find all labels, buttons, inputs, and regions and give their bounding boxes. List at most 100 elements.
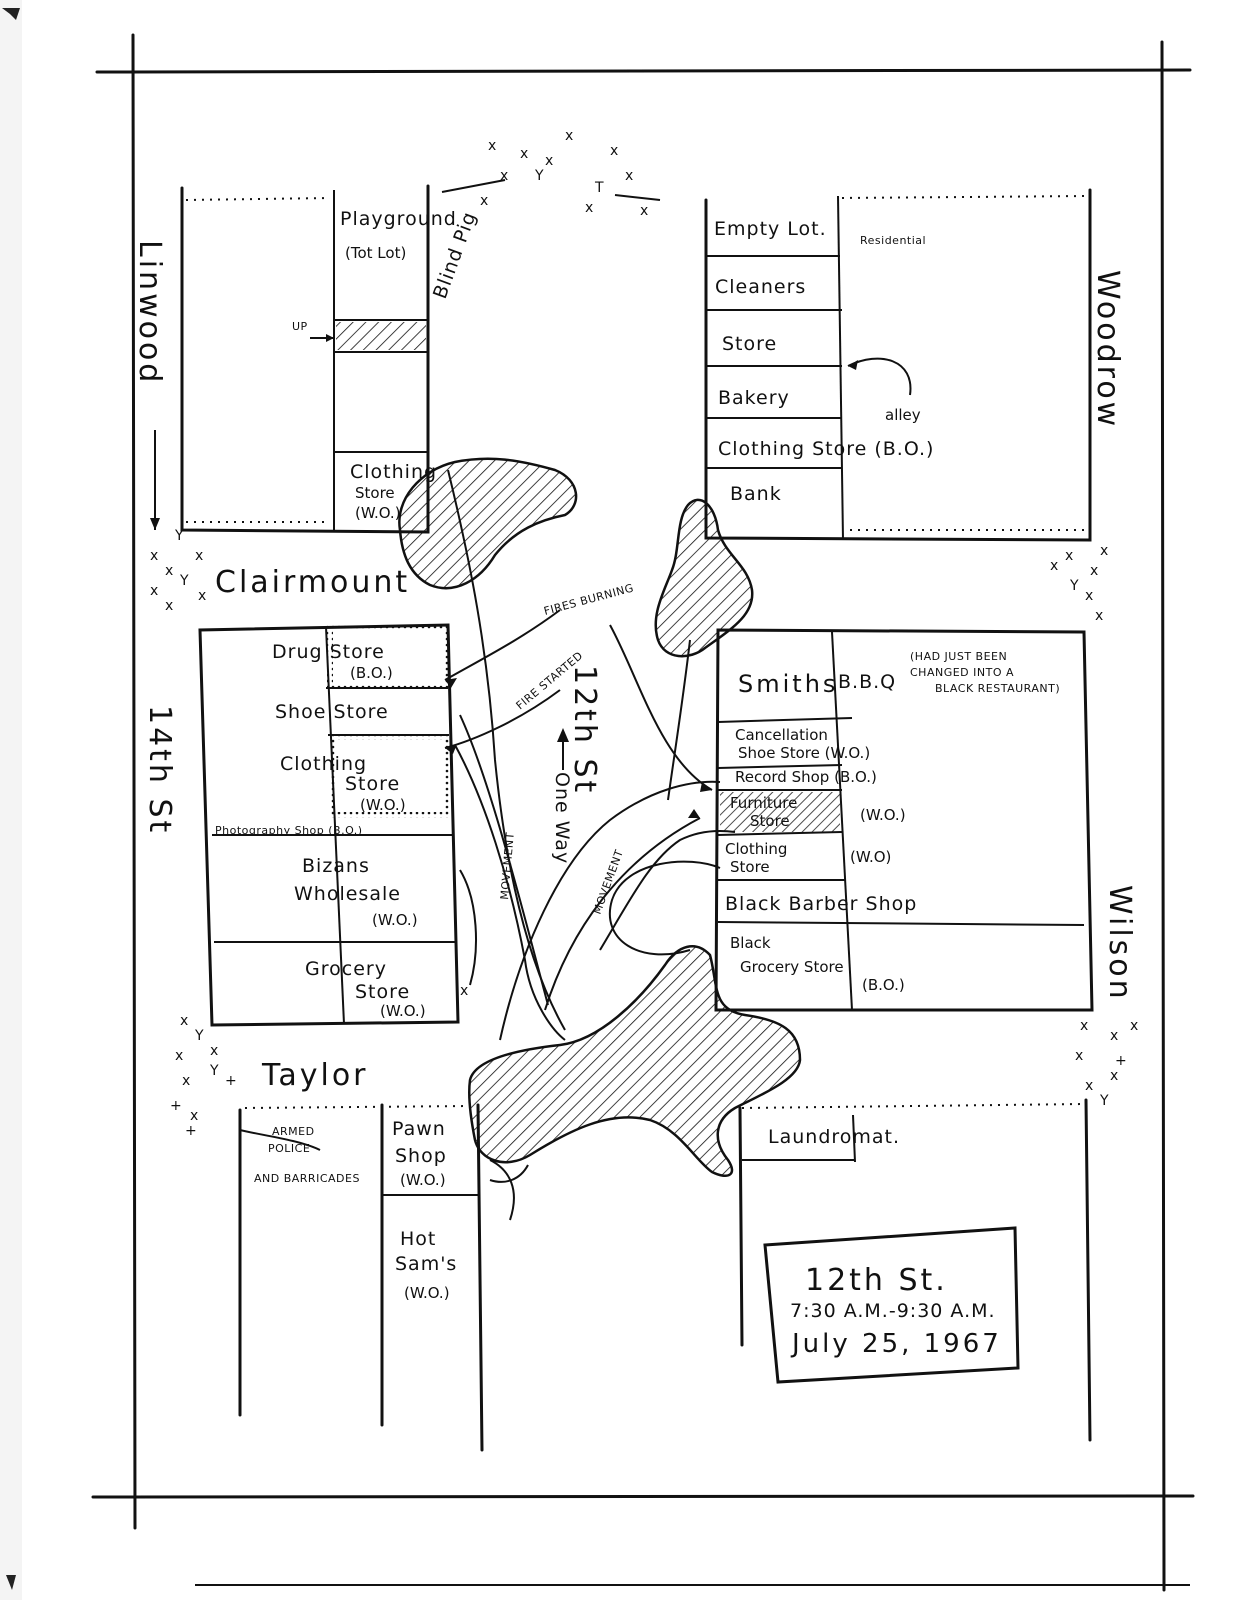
svg-text:Y: Y	[534, 168, 544, 184]
svg-text:x: x	[1085, 588, 1093, 604]
svg-text:+: +	[185, 1123, 197, 1139]
street-taylor: Taylor	[261, 1058, 369, 1093]
caption-date: July 25, 1967	[790, 1329, 1002, 1359]
svg-text:x: x	[585, 200, 593, 216]
svg-text:Y: Y	[1069, 578, 1079, 594]
label-furniture-2: Store	[750, 812, 790, 830]
label-hot-sams-1: Hot	[400, 1228, 436, 1250]
street-12th: 12th St	[567, 665, 602, 795]
label-record-shop: Record Shop (B.O.)	[735, 768, 877, 786]
label-grocery-1: Grocery	[305, 958, 387, 980]
fire-area-clairmount	[398, 457, 578, 590]
scan-corner-mark	[2, 8, 20, 20]
label-bizans-1: Bizans	[302, 855, 370, 877]
label-drug-store-1: Drug Store	[272, 641, 385, 663]
burned-furniture-store	[720, 792, 840, 832]
svg-text:x: x	[150, 548, 158, 564]
label-bbq-note-3: BLACK RESTAURANT)	[935, 682, 1060, 695]
fire-area-bank	[654, 498, 754, 658]
svg-text:x: x	[1075, 1048, 1083, 1064]
label-pawn-3: (W.O.)	[400, 1171, 446, 1189]
label-clothing-a-2: Store	[355, 484, 395, 502]
svg-text:x: x	[195, 548, 203, 564]
linwood-arrow-icon	[150, 430, 160, 530]
block-top-left	[180, 184, 430, 534]
label-hot-sams-2: Sam's	[395, 1253, 457, 1275]
svg-text:x: x	[1085, 1078, 1093, 1094]
svg-text:x: x	[565, 128, 573, 144]
page-frame	[91, 33, 1195, 1592]
label-bizans-3: (W.O.)	[372, 911, 418, 929]
label-photo-shop: Photography Shop (B.O.)	[215, 824, 363, 837]
label-clothing-store-bo: Clothing Store (B.O.)	[718, 438, 934, 460]
label-tot-lot: (Tot Lot)	[345, 244, 406, 262]
burned-drug-store	[327, 625, 449, 689]
svg-text:+: +	[170, 1098, 182, 1114]
label-laundromat: Laundromat.	[768, 1126, 900, 1148]
svg-text:x: x	[488, 138, 496, 154]
label-playground: Playground	[340, 208, 457, 230]
svg-text:x: x	[1050, 558, 1058, 574]
label-hot-sams-3: (W.O.)	[404, 1284, 450, 1302]
label-pawn-2: Shop	[395, 1145, 447, 1167]
scan-edge	[0, 0, 22, 1600]
label-drug-store-2: (B.O.)	[350, 664, 393, 682]
label-smiths: Smiths	[738, 670, 838, 698]
label-alley: alley	[885, 406, 921, 424]
label-bizans-2: Wholesale	[294, 883, 401, 905]
label-black-grocery-1: Black	[730, 934, 771, 952]
label-armed-police-3: AND BARRICADES	[254, 1172, 360, 1185]
svg-text:x: x	[1130, 1018, 1138, 1034]
block-middle-left	[198, 623, 460, 1027]
label-bbq-note-1: (HAD JUST BEEN	[910, 650, 1007, 663]
svg-text:x: x	[175, 1048, 183, 1064]
label-store-b: Store	[722, 333, 777, 355]
street-woodrow: Woodrow	[1090, 270, 1125, 429]
block-bottom-right	[738, 1098, 1092, 1442]
fire-area-12th-taylor	[467, 945, 802, 1177]
svg-text:Y: Y	[209, 1063, 219, 1079]
svg-text:x: x	[625, 168, 633, 184]
label-armed-police-1: ARMED	[272, 1125, 315, 1138]
label-black-grocery-3: (B.O.)	[862, 976, 905, 994]
svg-text:Y: Y	[1099, 1093, 1109, 1109]
label-grocery-3: (W.O.)	[380, 1002, 426, 1020]
label-clothing-d-3: (W.O)	[850, 848, 891, 866]
svg-text:x: x	[640, 203, 648, 219]
label-one-way: One Way	[551, 772, 573, 864]
label-clothing-c-1: Clothing	[280, 753, 367, 775]
svg-text:x: x	[545, 153, 553, 169]
label-clothing-a-3: (W.O.)	[355, 504, 401, 522]
svg-text:x: x	[610, 143, 618, 159]
label-bakery: Bakery	[718, 387, 790, 409]
label-clothing-c-2: Store	[345, 773, 400, 795]
label-cleaners: Cleaners	[715, 276, 806, 298]
label-bank: Bank	[730, 483, 782, 505]
svg-text:x: x	[165, 563, 173, 579]
svg-text:x: x	[1095, 608, 1103, 624]
street-clairmount: Clairmount	[215, 565, 410, 600]
street-linwood: Linwood	[132, 240, 167, 385]
hatched-stairs	[336, 322, 426, 350]
label-fires-burning: FIRES BURNING	[542, 581, 635, 618]
svg-text:x: x	[500, 168, 508, 184]
burned-clothing-store	[329, 734, 451, 818]
label-furniture-1: Furniture	[730, 794, 797, 812]
svg-text:x: x	[198, 588, 206, 604]
caption-box	[763, 1226, 1020, 1384]
svg-text:x: x	[190, 1108, 198, 1124]
label-clothing-d-1: Clothing	[725, 840, 787, 858]
svg-text:x: x	[210, 1043, 218, 1059]
label-barber: Black Barber Shop	[725, 893, 917, 915]
label-movement-2: MOVEMENT	[591, 848, 626, 916]
label-black-grocery-2: Grocery Store	[740, 958, 844, 976]
svg-text:x: x	[1065, 548, 1073, 564]
svg-text:x: x	[180, 1013, 188, 1029]
svg-text:Y: Y	[179, 573, 189, 589]
svg-text:x: x	[1110, 1028, 1118, 1044]
movement-paths	[239, 469, 736, 1221]
label-shoe-store: Shoe Store	[275, 701, 389, 723]
svg-text:+: +	[225, 1073, 237, 1089]
label-armed-police-2: POLICE	[268, 1142, 310, 1155]
